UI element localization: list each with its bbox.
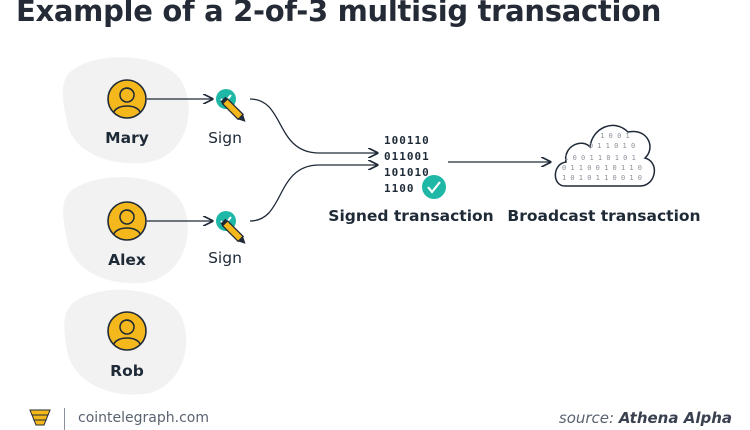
source-credit: source: Athena Alpha [559,409,732,427]
bits-row: 101010 [384,166,430,179]
svg-text:1 0 0 1 1 0 1 0 1: 1 0 0 1 1 0 1 0 1 [564,154,636,162]
source-prefix: source: [558,409,615,427]
signed-transaction-label: Signed transaction [328,207,494,225]
svg-text:1 0 1 0 1 1 0 0 1 0: 1 0 1 0 1 1 0 0 1 0 [562,174,642,182]
sign-label-mary: Sign [208,129,242,147]
svg-text:0 1 1 0 0 1 0 1 1 0: 0 1 1 0 0 1 0 1 1 0 [562,164,642,172]
footer-divider [64,408,65,430]
svg-text:0 1 1 0 1 0: 0 1 1 0 1 0 [589,142,635,150]
transaction-bits: 100110 011001 101010 1100 [384,133,430,197]
user-icon [107,201,147,241]
signer-name-alex: Alex [108,251,146,269]
sign-label-alex: Sign [208,249,242,267]
check-icon [422,175,446,199]
user-icon [107,311,147,351]
user-icon [107,79,147,119]
footer-site: cointelegraph.com [78,410,209,426]
page-title: Example of a 2-of-3 multisig transaction [16,0,662,28]
cointelegraph-logo-icon [29,409,51,426]
mary-sign-to-tx-curve [249,98,377,153]
broadcast-transaction-label: Broadcast transaction [507,207,701,225]
bits-row: 011001 [384,150,430,163]
bits-row: 1100 [384,182,415,195]
bits-row: 100110 [384,134,430,147]
alex-sign-to-tx-curve [249,165,377,222]
source-name: Athena Alpha [618,409,732,427]
signer-name-mary: Mary [105,129,149,147]
cloud-icon: 1 0 0 1 1 0 1 0 1 0 1 1 0 0 1 0 1 1 0 1 … [554,124,655,187]
svg-text:1 0 0 1: 1 0 0 1 [600,132,630,140]
signer-name-rob: Rob [110,362,144,380]
